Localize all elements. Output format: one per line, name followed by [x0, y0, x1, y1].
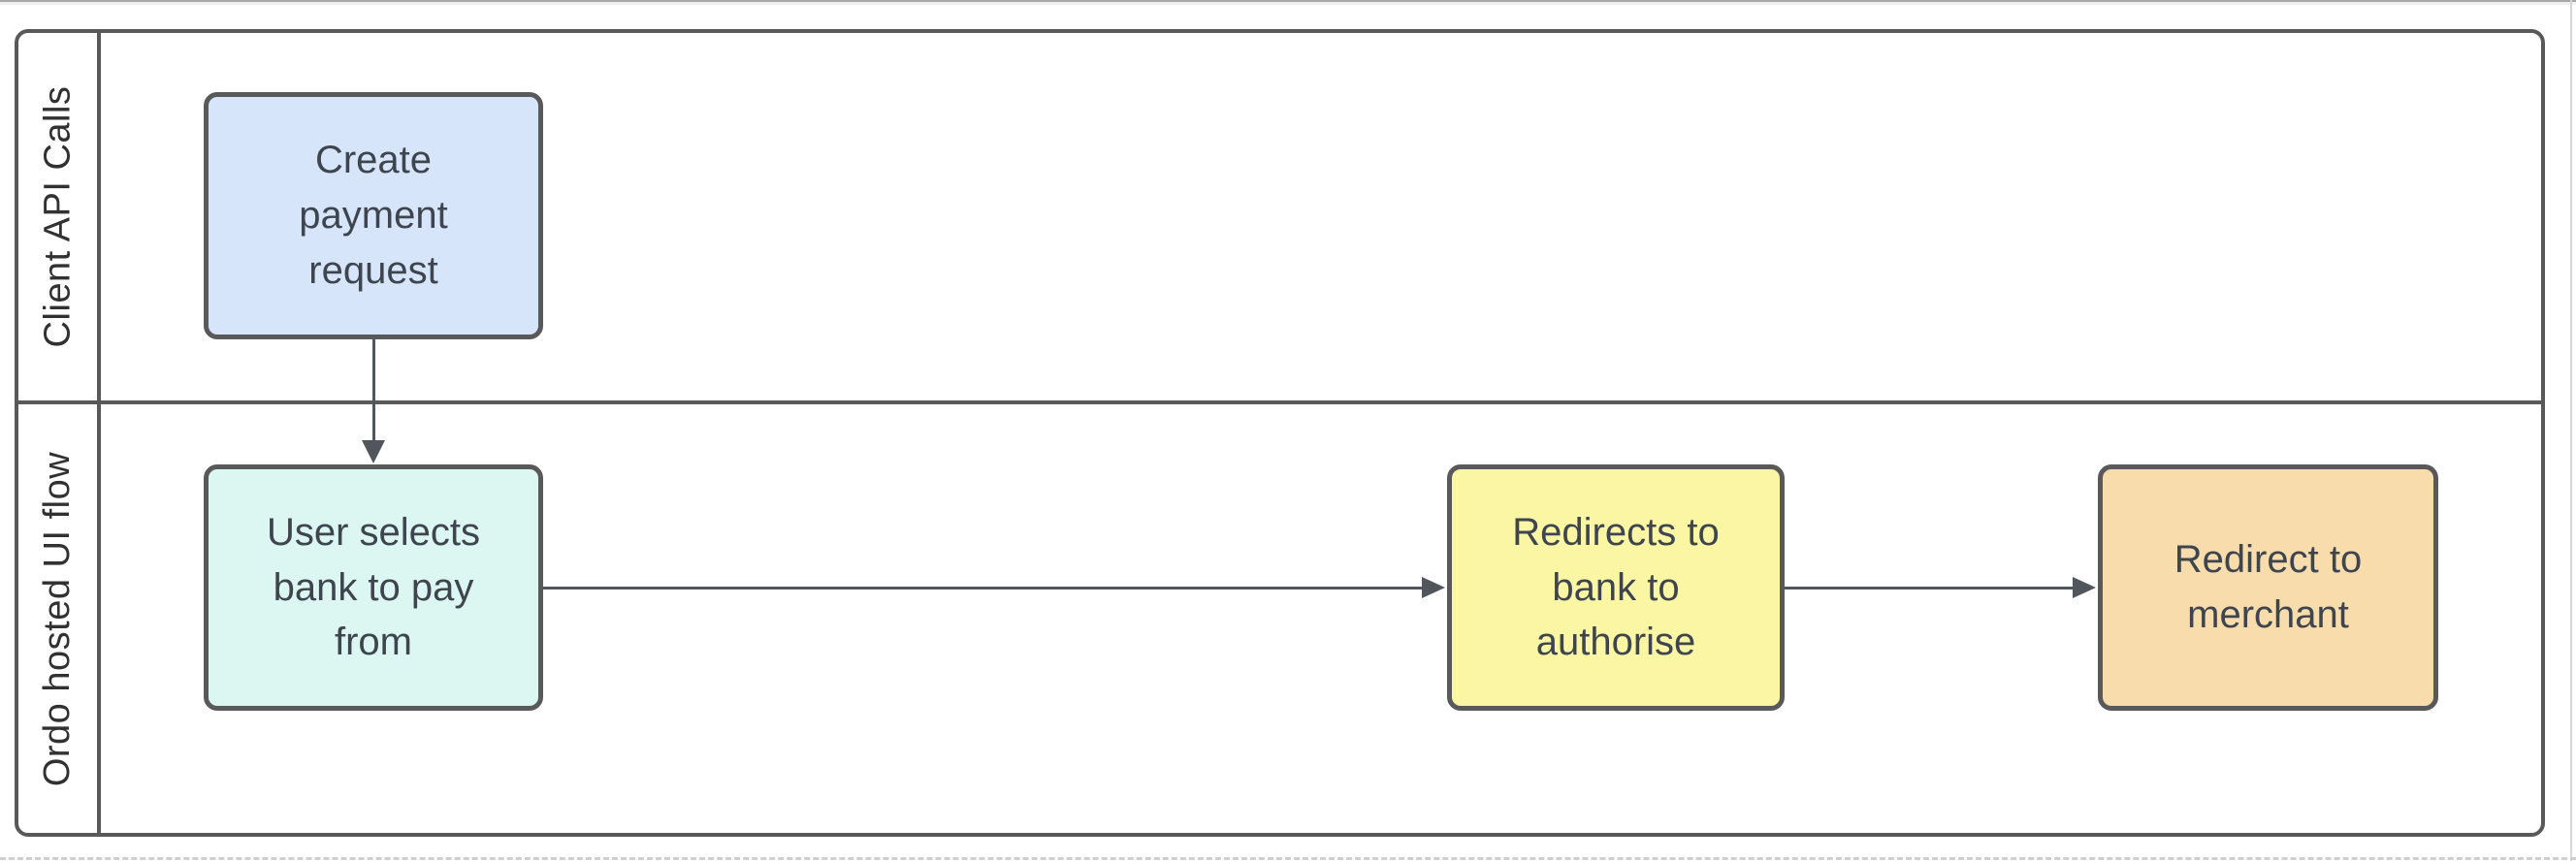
lane-label: Client API Calls [37, 85, 79, 348]
lane-divider [18, 400, 2541, 404]
arrowhead-right-icon [1422, 577, 1445, 598]
node-label: Redirect to merchant [2174, 538, 2363, 636]
page-right-boundary-line [2570, 0, 2572, 861]
edge-create-to-select [372, 339, 375, 444]
node-redirect-to-merchant: Redirect to merchant [2098, 464, 2438, 711]
edge-authorise-to-merchant [1785, 587, 2076, 590]
page-top-boundary-shadow [0, 2, 2576, 5]
node-create-payment-request: Create payment request [204, 92, 543, 339]
arrowhead-right-icon [2073, 577, 2096, 598]
node-redirects-to-bank-to-authorise: Redirects to bank to authorise [1447, 464, 1785, 711]
lane-header-ordo-hosted-ui-flow: Ordo hosted UI flow [18, 404, 97, 833]
arrowhead-down-icon [362, 440, 385, 463]
edge-select-to-authorise [543, 587, 1424, 590]
node-user-selects-bank: User selects bank to pay from [204, 464, 543, 711]
page-top-boundary-line [0, 0, 2576, 2]
lane-header-client-api-calls: Client API Calls [18, 33, 97, 400]
page-bottom-boundary-dashed-line [0, 857, 2576, 860]
lane-label-column-divider [97, 33, 101, 833]
lane-label: Ordo hosted UI flow [37, 451, 79, 786]
node-label: User selects bank to pay from [266, 510, 481, 664]
node-label: Create payment request [299, 139, 448, 292]
node-label: Redirects to bank to authorise [1512, 510, 1720, 664]
